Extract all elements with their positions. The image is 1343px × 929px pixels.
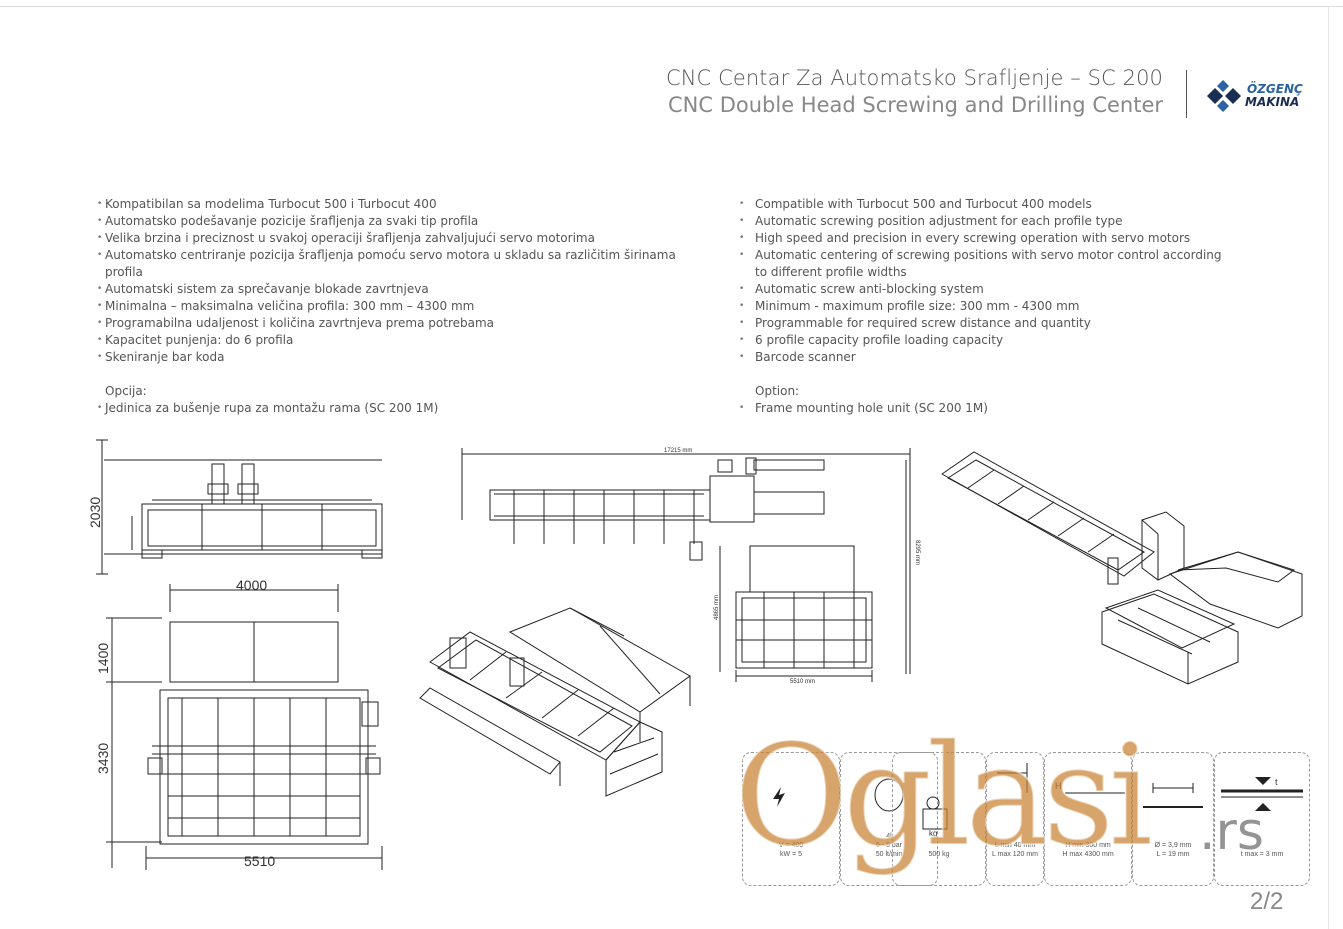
feature-en-item: Programmable for required screw distance… [739,315,1229,332]
profile-width-icon [997,763,1028,793]
features-english: Compatible with Turbocut 500 and Turbocu… [739,196,1229,417]
dim-width-top-label: 4000 [232,574,282,594]
option-sr-item: Jedinica za bušenje rupa za montažu rama… [97,400,717,417]
isometric-view-drawing [410,602,700,802]
top-border [0,6,1343,7]
feature-en-item: Minimum - maximum profile size: 300 mm -… [739,298,1229,315]
spec-thickness-label: t max = 3 mm [1240,851,1284,858]
screw-icon [1143,783,1203,808]
dim-plan-length: 17215 mm [664,448,692,454]
dim-plan-depth: 8295 mm [914,540,920,565]
feature-sr-item: Kompatibilan sa modelima Turbocut 500 i … [97,196,717,213]
dim-depth-1: 1400 [95,643,111,674]
feature-sr-item: Velika brzina i preciznost u svakoj oper… [97,230,717,247]
feature-sr-item: Kapacitet punjenja: do 6 profila [97,332,717,349]
dim-width-top: 4000 [236,577,267,593]
thickness-icon: t [1221,777,1303,811]
page-title: CNC Centar Za Automatsko Srafljenje – SC… [665,66,1163,90]
feature-sr-item: Minimalna – maksimalna veličina profila:… [97,298,717,315]
dim-height: 2030 [87,497,103,528]
dim-depth-2-label: 3430 [92,734,114,778]
feature-en-item: Automatic screw anti-blocking system [739,281,1229,298]
profile-height-icon: H [1055,781,1125,794]
page-number: 2/2 [1250,888,1284,915]
feature-sr-item: Automatski sistem za sprečavanje blokade… [97,281,717,298]
page-edge [1328,6,1329,929]
layout-plan-drawing: 17215 mm 8295 mm 4865 mm 5510 mm [454,440,924,688]
feature-sr-item: Skeniranje bar koda [97,349,717,366]
feature-en-item: Barcode scanner [739,349,1229,366]
page-subtitle: CNC Double Head Screwing and Drilling Ce… [668,93,1163,117]
header-titles: CNC Centar Za Automatsko Srafljenje – SC… [666,66,1163,117]
side-elevation-drawing [82,436,402,576]
feature-sr-item: Automatsko podešavanje pozicije šrafljen… [97,213,717,230]
dim-length-label: 5510 [240,850,290,870]
weight-icon: kg [922,796,948,838]
spec-weight: kg 500 kg [892,752,986,886]
feature-en-item: 6 profile capacity profile loading capac… [739,332,1229,349]
electric-icon [773,787,785,807]
dim-height-label: 2030 [84,484,108,534]
option-label-en: Option: [755,384,800,398]
plan-view-drawing [92,578,392,874]
feature-en-item: Automatic centering of screwing position… [739,247,1229,281]
feature-sr-item: Programabilna udaljenost i količina zavr… [97,315,717,332]
header-divider [1186,70,1187,118]
dim-depth-2: 3430 [95,743,111,774]
spec-thickness: t t max = 3 mm [1214,752,1310,886]
svg-text:H: H [1055,781,1062,791]
company-logo: ÖZGENÇ MAKINA [1203,78,1313,114]
dim-length: 5510 [244,853,275,869]
air-pressure-icon [874,778,904,812]
isometric-layout-drawing [938,448,1310,688]
feature-en-item: Compatible with Turbocut 500 and Turbocu… [739,196,1229,213]
option-label-sr: Opcija: [105,384,147,398]
option-en-item: Frame mounting hole unit (SC 200 1M) [739,400,1229,417]
logo-text-sub: MAKINA [1245,95,1300,109]
spec-weight-label: 500 kg [928,851,950,858]
logo-mark-icon [1207,80,1241,112]
dim-plan-sub-width: 5510 mm [790,679,815,685]
feature-en-item: High speed and precision in every screwi… [739,230,1229,247]
dim-plan-sub-depth: 4865 mm [714,595,720,620]
logo-text-brand: ÖZGENÇ [1247,82,1303,96]
svg-text:t: t [1275,777,1278,787]
svg-text:kg: kg [929,829,937,838]
feature-en-item: Automatic screwing position adjustment f… [739,213,1229,230]
feature-sr-item: Automatsko centriranje pozicija šrafljen… [97,247,717,281]
features-serbian: Kompatibilan sa modelima Turbocut 500 i … [97,196,717,417]
dim-depth-1-label: 1400 [92,634,114,678]
